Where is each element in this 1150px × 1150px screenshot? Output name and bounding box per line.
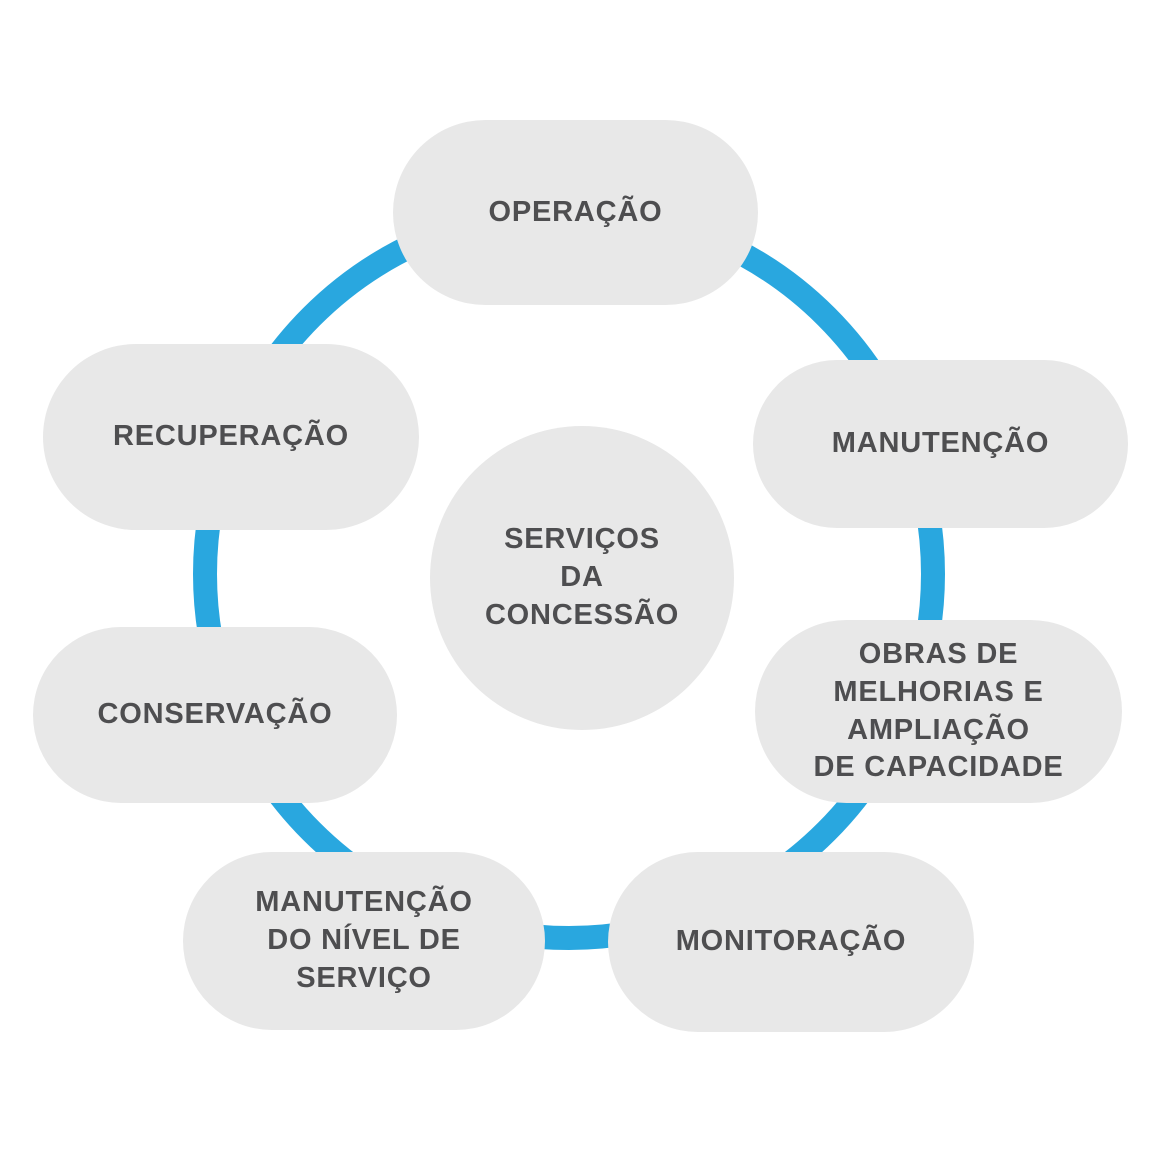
node-manutencao-label: MANUTENÇÃO bbox=[831, 427, 1050, 460]
node-conservacao-label: CONSERVAÇÃO bbox=[97, 698, 333, 731]
node-recuperacao-label: RECUPERAÇÃO bbox=[113, 420, 349, 453]
node-recuperacao: RECUPERAÇÃO bbox=[43, 344, 419, 530]
node-conservacao: CONSERVAÇÃO bbox=[33, 627, 397, 803]
node-monitoracao: MONITORAÇÃO bbox=[608, 852, 974, 1032]
node-obras-de-melhorias-label: OBRAS DE MELHORIAS E AMPLIAÇÃO DE CAPACI… bbox=[813, 638, 1064, 784]
node-operacao: OPERAÇÃO bbox=[393, 120, 758, 305]
node-manutencao-nivel-servico: MANUTENÇÃO DO NÍVEL DE SERVIÇO bbox=[183, 852, 545, 1030]
node-obras-de-melhorias: OBRAS DE MELHORIAS E AMPLIAÇÃO DE CAPACI… bbox=[755, 620, 1122, 803]
node-operacao-label: OPERAÇÃO bbox=[488, 195, 663, 228]
node-manutencao: MANUTENÇÃO bbox=[753, 360, 1128, 528]
center-circle-label: SERVIÇOS DA CONCESSÃO bbox=[484, 523, 680, 631]
node-monitoracao-label: MONITORAÇÃO bbox=[675, 925, 907, 958]
center-circle: SERVIÇOS DA CONCESSÃO bbox=[430, 426, 734, 730]
node-manutencao-nivel-servico-label: MANUTENÇÃO DO NÍVEL DE SERVIÇO bbox=[255, 886, 473, 994]
